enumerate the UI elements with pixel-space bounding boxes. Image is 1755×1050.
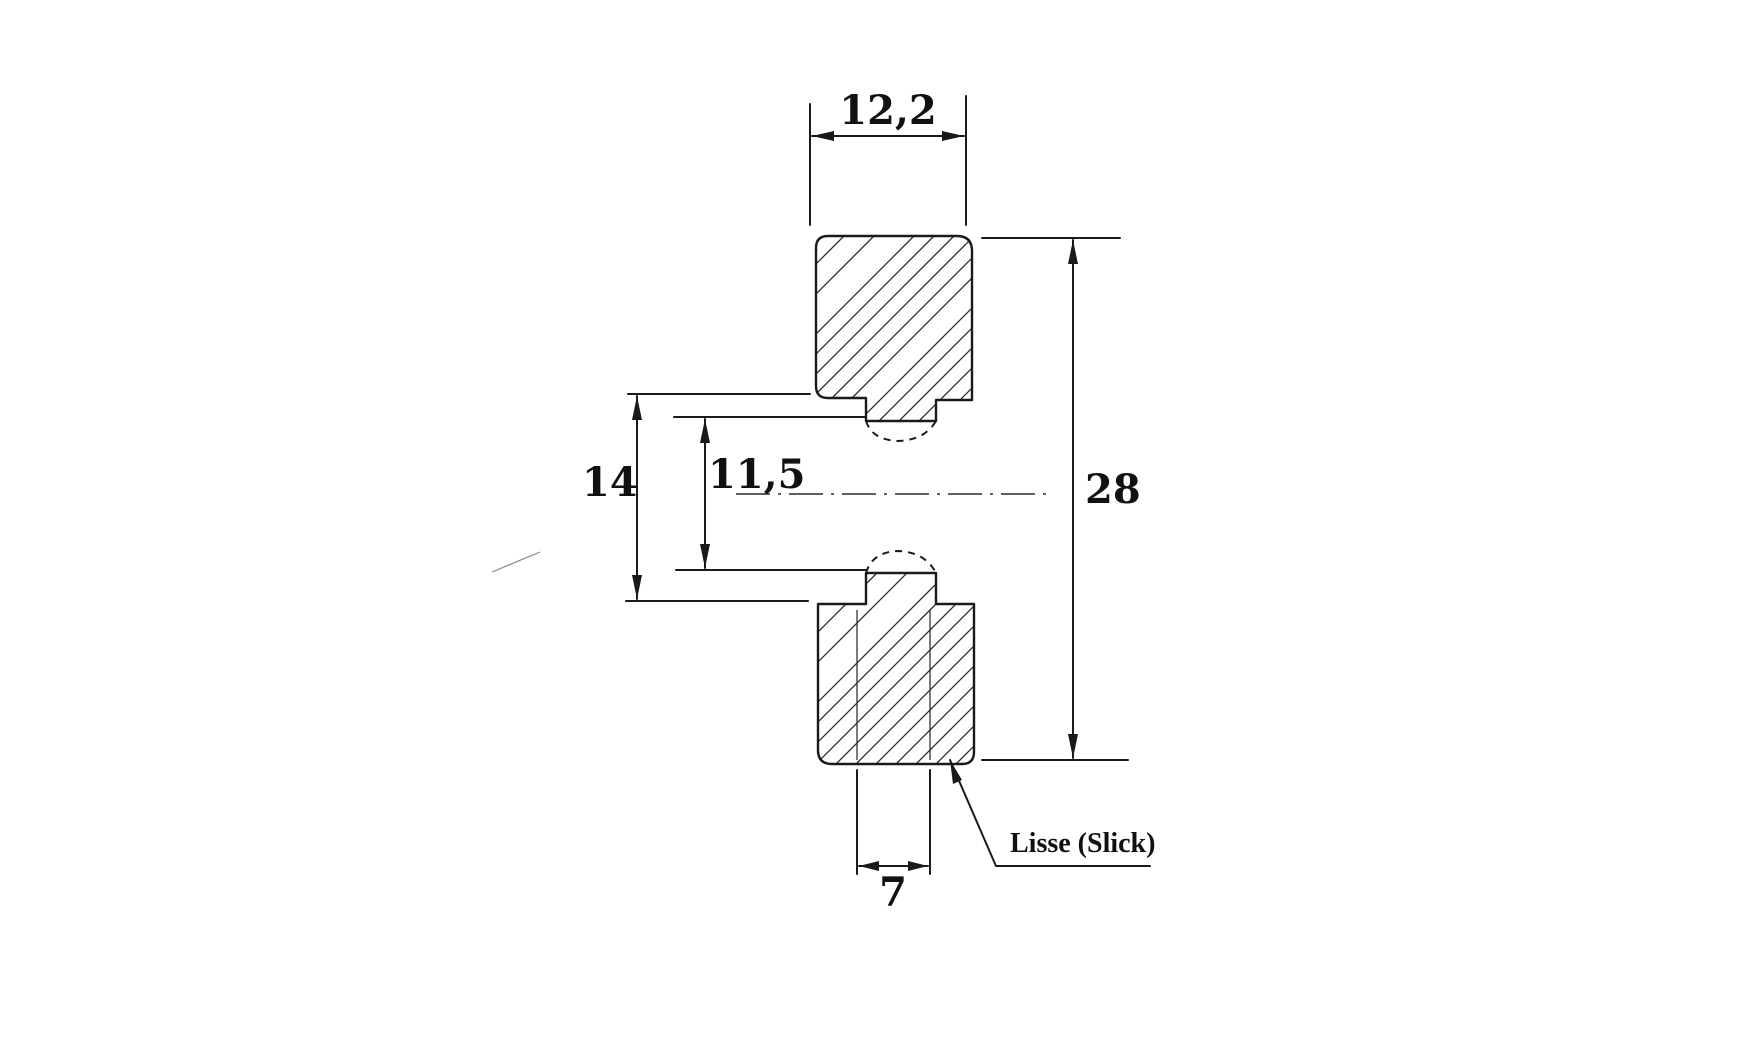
label-surface-finish: Lisse (Slick) xyxy=(1010,828,1155,859)
label-bottom-width: 7 xyxy=(879,869,907,916)
label-outer-gap: 14 xyxy=(582,459,638,506)
dimension-inner-gap: 11,5 xyxy=(673,416,867,571)
dimension-bottom-width: 7 xyxy=(856,769,931,916)
upper-hatching xyxy=(816,236,972,421)
dimension-width-top: 12,2 xyxy=(809,87,967,226)
upper-profile-section xyxy=(814,234,974,443)
surface-finish-leader: Lisse (Slick) xyxy=(949,759,1155,867)
label-total-height: 28 xyxy=(1085,466,1141,513)
lower-hatching xyxy=(818,573,974,764)
lower-profile-section xyxy=(816,549,976,766)
dimension-outer-gap: 14 xyxy=(582,393,811,602)
stray-mark xyxy=(491,551,541,573)
dimension-total-height: 28 xyxy=(981,237,1141,761)
label-inner-gap: 11,5 xyxy=(708,451,805,498)
label-width-top: 12,2 xyxy=(839,87,936,134)
